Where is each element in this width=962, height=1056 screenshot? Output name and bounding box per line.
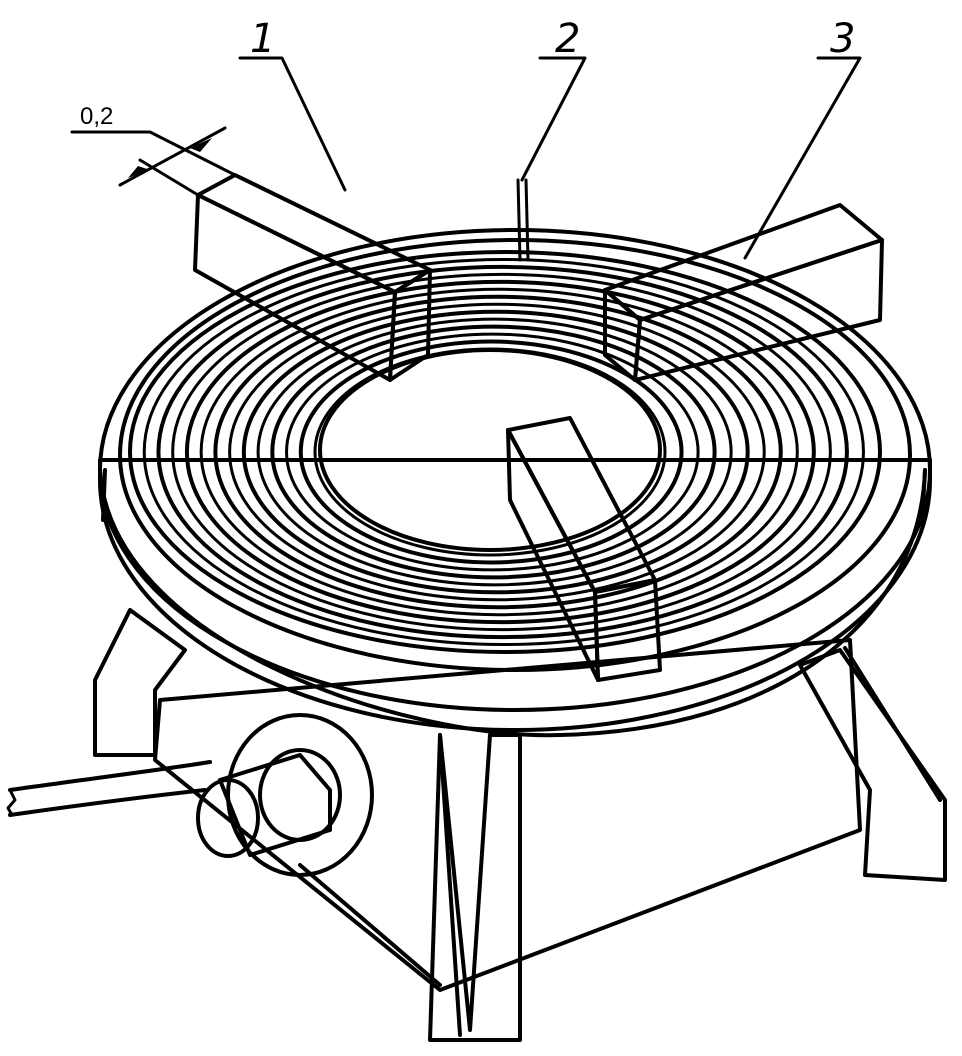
callout-1: 1 — [238, 16, 347, 192]
coil-turn — [241, 309, 750, 595]
coil-turn — [171, 272, 832, 632]
connector-plug — [196, 713, 374, 877]
coil-turn — [213, 294, 783, 610]
coil-turn — [184, 279, 816, 625]
callout-3-label: 3 — [830, 16, 855, 62]
gap-mark — [516, 178, 530, 262]
coil-turn — [142, 257, 865, 647]
coil-turn — [270, 324, 717, 580]
coil-turn — [128, 250, 882, 654]
block-left — [193, 173, 432, 382]
coil-turn — [199, 287, 799, 617]
coil-turn — [156, 264, 849, 640]
block-right — [603, 203, 884, 382]
callout-2: 2 — [520, 16, 587, 182]
coil-turn — [285, 332, 700, 572]
coil-winding — [128, 250, 882, 654]
coil-turn — [298, 339, 684, 565]
block-front — [506, 416, 662, 682]
callout-2-label: 2 — [555, 16, 580, 62]
dimension-callout: 0,2 — [70, 103, 237, 197]
power-cable — [6, 760, 212, 817]
callout-1-label: 1 — [250, 16, 275, 62]
callout-3: 3 — [743, 16, 862, 260]
plate — [98, 228, 932, 738]
stand — [93, 608, 947, 1042]
coil-turn — [256, 317, 733, 587]
coil-center-hole — [318, 348, 662, 552]
coil-turn — [228, 302, 766, 602]
dimension-label: 0,2 — [80, 103, 113, 130]
